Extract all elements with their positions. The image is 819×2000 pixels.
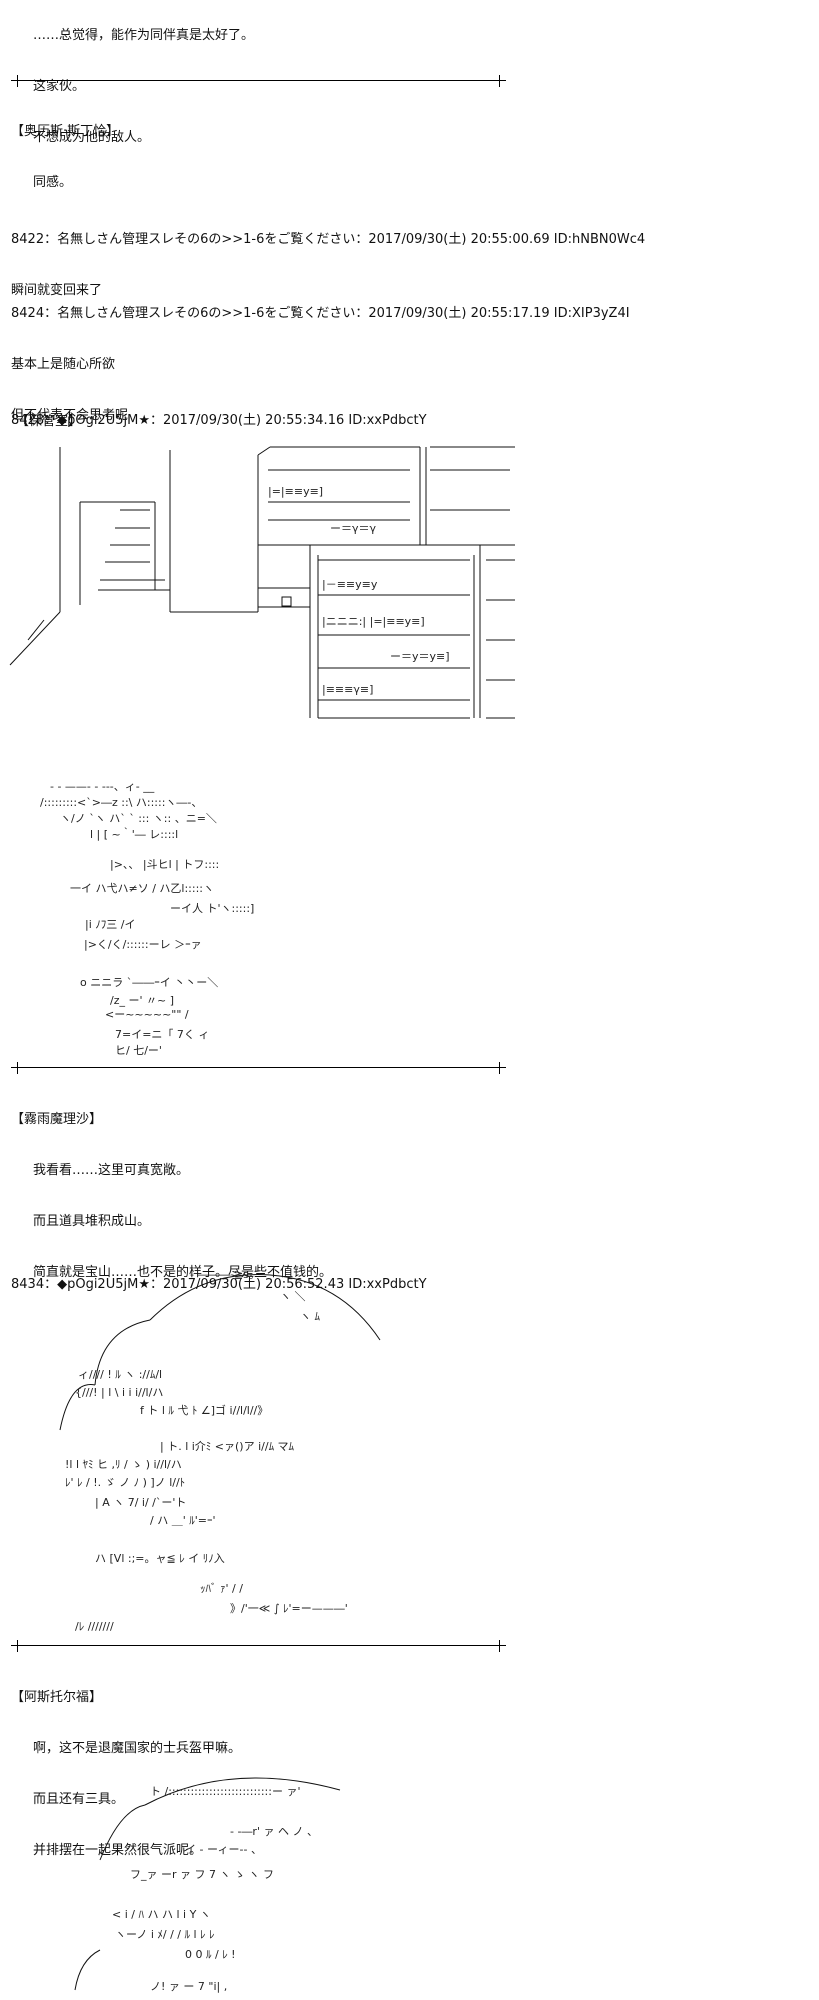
art-fragment: o ニニラ `――ｰイ 丶丶ー＼ <box>80 976 218 989</box>
art-fragment: 》/'一≪ ∫ ﾚ'=ー——―' <box>230 1602 348 1615</box>
art-fragment: / ハ ＿' ﾙ'=ｰ' <box>150 1514 215 1527</box>
text-line: 我看看……这里可真宽敞。 <box>33 1163 190 1178</box>
art-fragment: ィ//// ! ﾙ ヽ ://ﾑ/l <box>78 1368 162 1381</box>
art-fragment: !l l ﾔﾐ ヒ ,ﾘ / ゝ ) i//l/ハ <box>65 1458 182 1471</box>
post-8422: 8422：名無しさん管理スレその6の>>1-6をご覧ください：2017/09/3… <box>11 197 645 316</box>
art-fragment: ヽーノ i ﾒ/ / / ﾙ l ﾚ ﾚ <box>115 1928 215 1941</box>
text-line: 同感。 <box>33 175 73 190</box>
art-fragment: 7=イ=ニ「 7く ィ <box>115 1028 209 1041</box>
art-fragment: < i / ﾊ ハ ハ l i Y ヽ <box>112 1908 211 1921</box>
post-8434: 8434：◆pOgi2U5jM★：2017/09/30(土) 20:56:52.… <box>11 1242 427 1310</box>
shelf-label: ー＝γ＝γ <box>330 522 377 535</box>
art-fragment: ヒ/ 七/ー' <box>115 1044 162 1057</box>
art-fragment: ヽ ﾑ <box>300 1310 320 1323</box>
dialogue-astolfo: 【阿斯托尔福】 啊，这不是退魔国家的士兵盔甲嘛。 而且还有三具。 并排摆在一起果… <box>11 1655 241 1876</box>
art-fragment: /:::::::::<`>―z ::\ ハ:::::ヽ―-、 <box>40 796 202 809</box>
text-line: 这家伙。 <box>33 79 86 94</box>
art-fragment: ヽ/ノ `ヽ ハ` ` ::: ヽ:: 、ニ=＼ <box>60 812 217 825</box>
art-fragment: - -―r' ァ ヘ ノ 、 <box>230 1825 318 1838</box>
text-line: 但不代表不会思考呢 <box>11 408 129 423</box>
art-fragment: ハ [Vl :;=。ャ≦ ﾚ イ ﾘﾉ入 <box>95 1552 225 1565</box>
shelf-label: ー＝y＝y≡] <box>390 650 450 663</box>
dialogue-oristeincha: 【奥历斯·斯丁恰】 同感。 <box>11 89 119 208</box>
art-fragment: l | [ ~｀'― レ::::l <box>90 826 178 841</box>
art-fragment: | ト. l i介ﾐ <ァ()ア i//ﾑ マﾑ <box>160 1440 295 1453</box>
text-line: 基本上是随心所欲 <box>11 357 116 372</box>
art-fragment: 0 0 ﾙ / ﾚ ! <box>185 1948 236 1961</box>
shelf-label: |=|≡≡y≡] <box>268 485 323 498</box>
art-fragment: ノ! ァ ー 7 "i| , <box>150 1980 227 1993</box>
post-header: 8424：名無しさん管理スレその6の>>1-6をご覧ください：2017/09/3… <box>11 306 630 321</box>
text-line: 啊，这不是退魔国家的士兵盔甲嘛。 <box>33 1741 242 1756</box>
art-fragment: ﾚ' ﾚ / !. ゞ ノ ﾉ ) ]ノ l//ﾄ <box>65 1476 185 1489</box>
shelf-label: |ニニニ:| |=|≡≡y≡] <box>322 615 425 628</box>
art-fragment: /ﾚ /////// <box>75 1620 114 1633</box>
text-line: 并排摆在一起果然很气派呢。 <box>33 1843 203 1858</box>
text-line: 而且道具堆积成山。 <box>33 1214 151 1229</box>
art-fragment: - - ——- - ---、ィ- __ <box>50 780 155 793</box>
text-line: 不想成为他的敌人。 <box>33 130 151 145</box>
speaker-name: 【阿斯托尔福】 <box>11 1690 103 1705</box>
art-fragment: {///! | l \ i i i//l/ハ <box>75 1386 163 1399</box>
section-divider <box>11 1640 506 1652</box>
shelf-label: |≡≡≡γ≡] <box>322 683 373 696</box>
art-fragment: 一イ ハ弋ハ≠ソ / ハ乙l:::::ヽ <box>70 882 214 895</box>
art-fragment: <ー~~~~~"" / <box>105 1008 189 1021</box>
post-8424: 8424：名無しさん管理スレその6の>>1-6をご覧ください：2017/09/3… <box>11 271 630 441</box>
art-fragment: /z_ ー' 〃~ ] <box>110 994 174 1007</box>
art-fragment: |>、、 |斗ヒl | トフ:::: <box>110 858 219 871</box>
section-divider <box>11 1062 506 1074</box>
speaker-name: 【霧雨魔理沙】 <box>11 1112 103 1127</box>
art-fragment: | A ヽ 7/ i/ /`ー'ト <box>95 1496 186 1509</box>
dialogue-marisa: 【霧雨魔理沙】 我看看……这里可真宽敞。 而且道具堆积成山。 简直就是宝山……也… <box>11 1077 332 1298</box>
intro-lines: ……总觉得，能作为同伴真是太好了。 这家伙。 不想成为他的敌人。 <box>11 0 254 163</box>
text-line: 而且还有三具。 <box>33 1792 125 1807</box>
art-fragment: |i ﾉﾌ三 /イ <box>85 918 135 931</box>
post-8428: 8428：◆pOgi2U5jM★：2017/09/30(土) 20:55:34.… <box>11 378 427 446</box>
post-header: 8428：◆pOgi2U5jM★：2017/09/30(土) 20:55:34.… <box>11 413 427 428</box>
speaker-name: 【奥历斯·斯丁恰】 <box>11 124 120 139</box>
art-fragment: |>く/く/::::::ーレ ＞ｰァ <box>84 938 202 951</box>
post-header: 8422：名無しさん管理スレその6の>>1-6をご覧ください：2017/09/3… <box>11 232 646 247</box>
place-label: 【保管室】 <box>16 414 82 429</box>
post-header: 8434：◆pOgi2U5jM★：2017/09/30(土) 20:56:52.… <box>11 1277 427 1292</box>
art-fragment: f ト l ﾙ 弋 ﾄ ∠]ゴ i//l/l//》 <box>140 1403 268 1417</box>
art-fragment: ーイ人 ト'ヽ:::::] <box>170 902 254 915</box>
shelf-label: |－≡≡y≡y <box>322 578 378 591</box>
text-line: 瞬间就变回来了 <box>11 283 103 298</box>
text-line: ……总觉得，能作为同伴真是太好了。 <box>33 28 255 43</box>
section-divider <box>11 75 506 87</box>
art-fragment: ｯﾊﾞ ｧ' / / <box>200 1582 243 1595</box>
